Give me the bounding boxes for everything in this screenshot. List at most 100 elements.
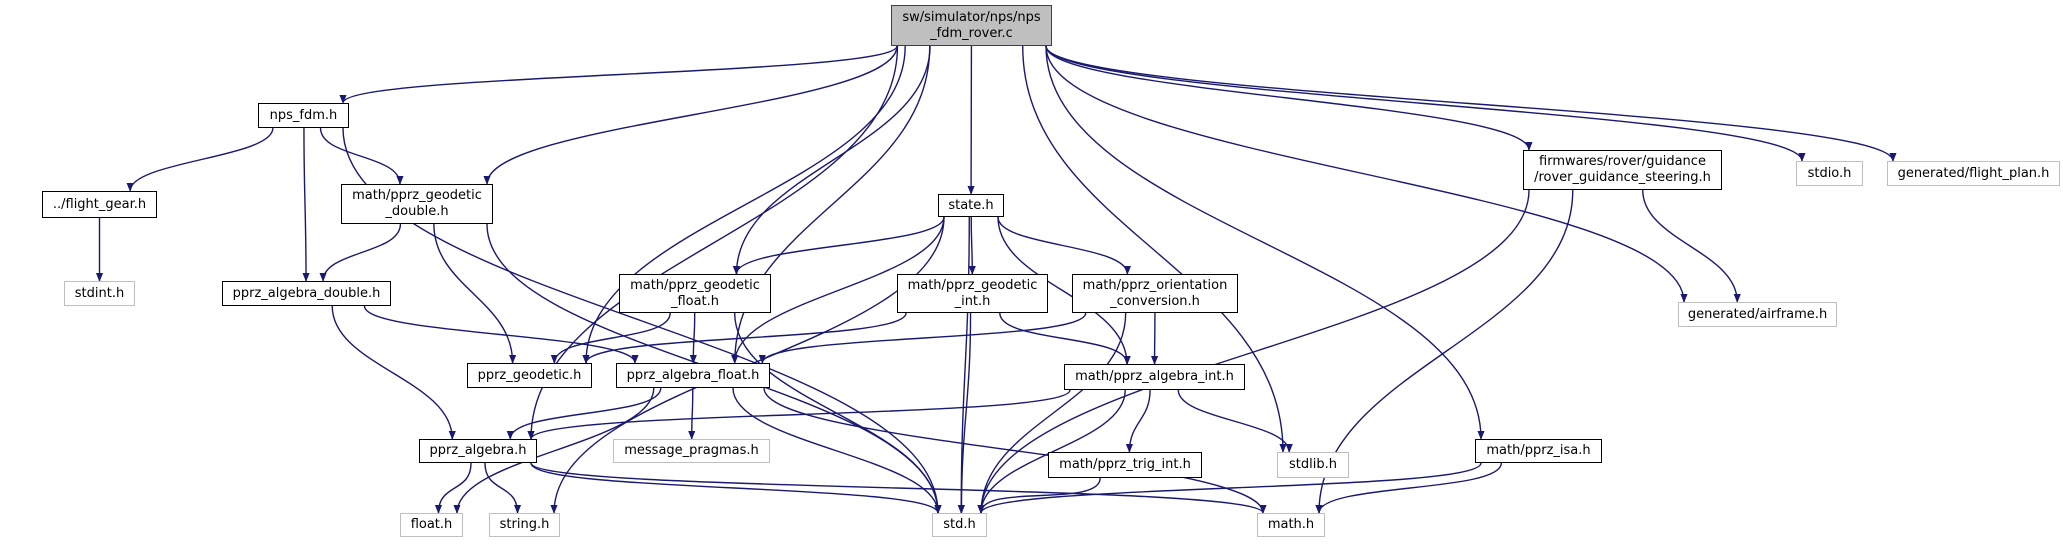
node-label: math/pprz_geodetic _float.h	[630, 277, 760, 309]
edge-nps-fdm-to-algebra-double	[302, 127, 310, 282]
edge-geodetic-int-to-pprz-geodetic	[582, 312, 907, 364]
node-orientation-conversion[interactable]: math/pprz_orientation _conversion.h	[1072, 274, 1238, 313]
edge-pprz-isa-to-std-h	[977, 462, 1482, 514]
node-label: pprz_algebra_double.h	[232, 285, 381, 301]
node-std-h: std.h	[932, 513, 987, 537]
node-geodetic-float[interactable]: math/pprz_geodetic _float.h	[619, 274, 771, 313]
edge-rover-steering-to-airframe	[1642, 189, 1741, 303]
edge-rover-steering-to-std-h	[977, 189, 1530, 514]
edge-nps-fdm-to-geodetic-double	[319, 127, 404, 185]
node-nps-fdm[interactable]: nps_fdm.h	[258, 103, 349, 128]
node-label: stdio.h	[1807, 165, 1852, 181]
edge-root-to-pprz-isa	[1045, 45, 1485, 440]
edge-geodetic-double-to-algebra-double	[319, 223, 402, 282]
edge-state-to-geodetic-int	[968, 216, 976, 275]
node-label: ../flight_gear.h	[52, 196, 147, 212]
node-label: float.h	[410, 517, 453, 532]
node-pprz-isa[interactable]: math/pprz_isa.h	[1475, 439, 1602, 463]
node-pprz-geodetic[interactable]: pprz_geodetic.h	[467, 363, 592, 388]
edge-geodetic-float-to-pprz-geodetic	[550, 312, 671, 364]
edge-root-to-geodetic-float	[732, 45, 931, 275]
edge-root-to-stdio	[1045, 45, 1806, 162]
edge-root-to-geodetic-double	[483, 45, 898, 185]
edge-root-to-pprz-geodetic	[582, 45, 906, 364]
node-math-h: math.h	[1257, 513, 1325, 537]
edge-pprz-algebra-to-string-h	[484, 462, 522, 514]
node-label: pprz_algebra.h	[429, 443, 527, 458]
edge-algebra-float-to-std-h	[732, 387, 942, 514]
edge-geodetic-float-to-algebra-float	[689, 312, 697, 364]
node-flight-gear[interactable]: ../flight_gear.h	[42, 191, 157, 218]
node-pprz-algebra[interactable]: pprz_algebra.h	[419, 439, 537, 463]
node-label: pprz_algebra_float.h	[626, 367, 760, 383]
edge-algebra-double-to-algebra-float	[363, 305, 639, 364]
node-label: stdlib.h	[1289, 457, 1337, 472]
edge-orientation-conversion-to-std-h	[977, 312, 1127, 514]
node-root[interactable]: sw/simulator/nps/nps _fdm_rover.c	[891, 5, 1052, 46]
node-geodetic-int[interactable]: math/pprz_geodetic _int.h	[897, 274, 1048, 313]
edge-geodetic-double-to-pprz-geodetic	[433, 223, 517, 364]
node-label: math/pprz_geodetic _double.h	[352, 188, 482, 219]
edge-orientation-conversion-to-algebra-float	[758, 312, 1087, 364]
edge-algebra-int-to-trig-int	[1125, 389, 1151, 453]
edge-root-to-rover-steering	[1045, 45, 1533, 151]
node-label: math/pprz_algebra_int.h	[1075, 369, 1234, 384]
edge-geodetic-int-to-algebra-int	[999, 312, 1131, 365]
node-trig-int[interactable]: math/pprz_trig_int.h	[1048, 452, 1202, 478]
edge-algebra-float-to-float-h	[453, 387, 655, 514]
edge-pprz-algebra-to-std-h	[530, 462, 942, 514]
node-label: nps_fdm.h	[269, 107, 338, 123]
node-label: generated/airframe.h	[1687, 306, 1828, 322]
edge-pprz-algebra-to-float-h	[434, 462, 472, 514]
edge-rover-steering-to-math-h	[1315, 189, 1574, 514]
node-rover-steering[interactable]: firmwares/rover/guidance /rover_guidance…	[1523, 150, 1722, 190]
edge-root-to-stdlib	[1022, 45, 1287, 453]
node-algebra-float[interactable]: pprz_algebra_float.h	[616, 363, 770, 388]
edge-root-to-algebra-float	[731, 45, 931, 364]
node-message-pragmas: message_pragmas.h	[613, 439, 770, 463]
node-label: firmwares/rover/guidance /rover_guidance…	[1534, 154, 1711, 185]
node-label: math/pprz_isa.h	[1486, 443, 1591, 458]
edge-algebra-float-to-math-h	[763, 387, 1267, 514]
node-label: generated/flight_plan.h	[1897, 165, 2050, 181]
node-geodetic-double[interactable]: math/pprz_geodetic _double.h	[341, 184, 493, 224]
edge-algebra-int-to-stdlib	[1177, 389, 1293, 453]
edge-state-to-algebra-float	[731, 216, 945, 364]
node-airframe: generated/airframe.h	[1678, 302, 1837, 327]
node-algebra-double[interactable]: pprz_algebra_double.h	[222, 281, 391, 306]
edge-algebra-float-to-message-pragmas	[688, 387, 696, 440]
node-stdlib: stdlib.h	[1277, 452, 1349, 478]
edge-pprz-isa-to-math-h	[1315, 462, 1503, 514]
node-algebra-int[interactable]: math/pprz_algebra_int.h	[1064, 364, 1245, 390]
node-label: math/pprz_orientation _conversion.h	[1082, 277, 1228, 309]
node-label: state.h	[948, 197, 994, 213]
node-state[interactable]: state.h	[938, 194, 1004, 217]
node-label: std.h	[943, 517, 976, 532]
edge-nps-fdm-to-flight-gear	[126, 127, 274, 192]
edge-root-to-nps-fdm	[339, 45, 898, 104]
edge-pprz-algebra-to-math-h	[530, 462, 1267, 514]
node-label: string.h	[499, 517, 550, 532]
node-stdio: stdio.h	[1796, 161, 1863, 186]
edge-algebra-float-to-pprz-algebra	[506, 387, 662, 440]
edge-algebra-double-to-pprz-algebra	[331, 305, 456, 440]
node-stdint: stdint.h	[64, 281, 135, 306]
node-label: pprz_geodetic.h	[477, 367, 582, 383]
node-float-h: float.h	[400, 513, 463, 537]
edge-state-to-orientation-conversion	[997, 216, 1131, 275]
edge-state-to-geodetic-float	[732, 216, 945, 275]
node-label: message_pragmas.h	[624, 443, 759, 458]
node-label: math.h	[1267, 517, 1315, 532]
edge-algebra-int-to-std-h	[977, 389, 1126, 514]
edge-algebra-int-to-pprz-algebra	[527, 389, 1071, 440]
edge-state-to-std-h	[957, 216, 970, 514]
node-label: math/pprz_geodetic _int.h	[907, 277, 1038, 309]
edge-geodetic-int-to-std-h	[957, 312, 972, 514]
node-label: sw/simulator/nps/nps _fdm_rover.c	[902, 9, 1041, 41]
edge-root-to-flight-plan	[1045, 45, 1897, 162]
edge-trig-int-to-std-h	[977, 477, 1101, 514]
node-flight-plan: generated/flight_plan.h	[1887, 161, 2060, 186]
node-label: stdint.h	[74, 285, 125, 301]
edge-root-to-airframe	[1045, 45, 1688, 303]
